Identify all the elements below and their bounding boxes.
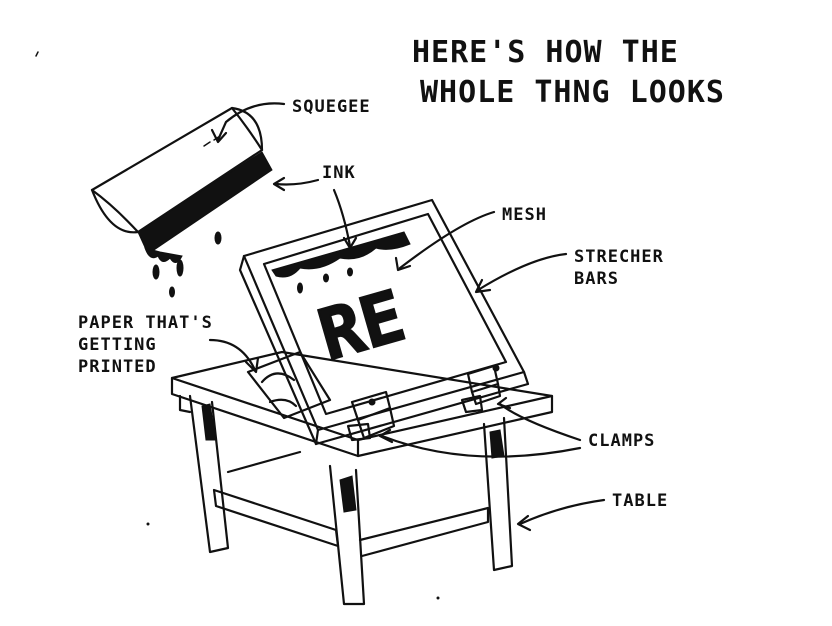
squeegee	[90, 106, 273, 298]
arrow-mesh	[398, 210, 496, 270]
mesh-letters: RE	[310, 275, 414, 377]
table	[170, 350, 554, 606]
clamp-right	[460, 364, 502, 414]
label-ink: INK	[322, 163, 356, 183]
label-paper-3: PRINTED	[78, 357, 157, 377]
arrow-clamps-left	[380, 434, 582, 458]
arrow-strecher	[476, 252, 568, 292]
label-paper-2: GETTING	[78, 335, 157, 355]
label-table: TABLE	[612, 491, 668, 511]
arrow-ink-squeegee	[274, 178, 320, 186]
clamp-left	[346, 390, 396, 442]
label-strecher-1: STRECHER	[574, 247, 664, 267]
title-line-1: HERE'S HOW THE	[412, 35, 679, 70]
label-squegee: SQUEGEE	[292, 97, 371, 117]
paper	[246, 350, 332, 420]
label-strecher-2: BARS	[574, 269, 619, 289]
arrow-paper	[208, 338, 256, 370]
label-paper-1: PAPER THAT'S	[78, 313, 213, 333]
arrow-squegee	[216, 102, 286, 142]
arrow-ink-screen	[332, 188, 352, 248]
title-line-2: WHOLE THNG LOOKS	[420, 75, 725, 110]
label-mesh: MESH	[502, 205, 547, 225]
arrow-table	[518, 498, 606, 526]
label-clamps: CLAMPS	[588, 431, 655, 451]
screen-frame	[238, 198, 530, 446]
